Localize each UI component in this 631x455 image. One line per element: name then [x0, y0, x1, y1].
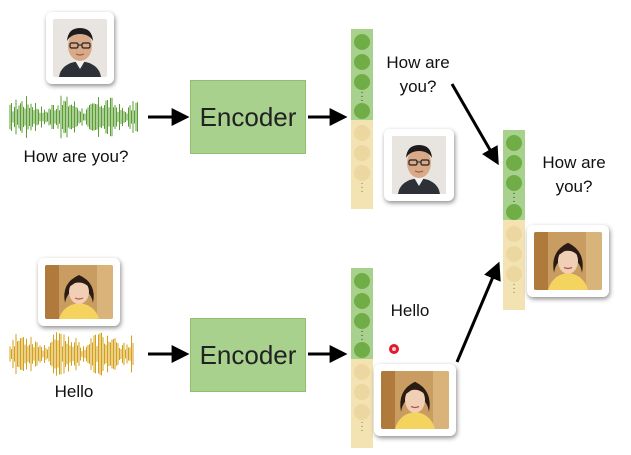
speaker-photo-male-embedding — [384, 129, 454, 201]
arrow-content-to-output — [450, 83, 499, 166]
output-label-line2: you? — [555, 177, 593, 196]
output-speaker-segment — [503, 220, 525, 310]
output-vector: ··· ··· — [503, 130, 525, 310]
encoder-block-top: Encoder — [190, 80, 306, 154]
input-caption-top: How are you? — [23, 147, 129, 166]
embedding-vector-bottom: ··· ··· — [351, 268, 373, 448]
content-label-top-line2: you? — [399, 77, 437, 96]
content-label-bottom: Hello — [390, 301, 430, 320]
encoder-block-bottom: Encoder — [190, 318, 306, 392]
speaker-photo-female-embedding — [374, 364, 456, 436]
speaker-segment-bottom — [351, 359, 373, 448]
speaker-segment-top — [351, 120, 373, 209]
arrow-speaker-to-output — [455, 261, 501, 363]
input-caption-bottom: Hello — [54, 382, 94, 401]
waveform-bottom — [9, 332, 134, 376]
speaker-photo-female-output — [527, 225, 609, 297]
embedding-vector-top: ··· ··· — [351, 29, 373, 209]
speaker-photo-male-input — [46, 12, 114, 84]
speaker-photo-female-input — [38, 258, 120, 326]
content-label-top-line1: How are — [386, 53, 450, 72]
output-label-line1: How are — [542, 153, 606, 172]
waveform-top — [9, 95, 138, 139]
